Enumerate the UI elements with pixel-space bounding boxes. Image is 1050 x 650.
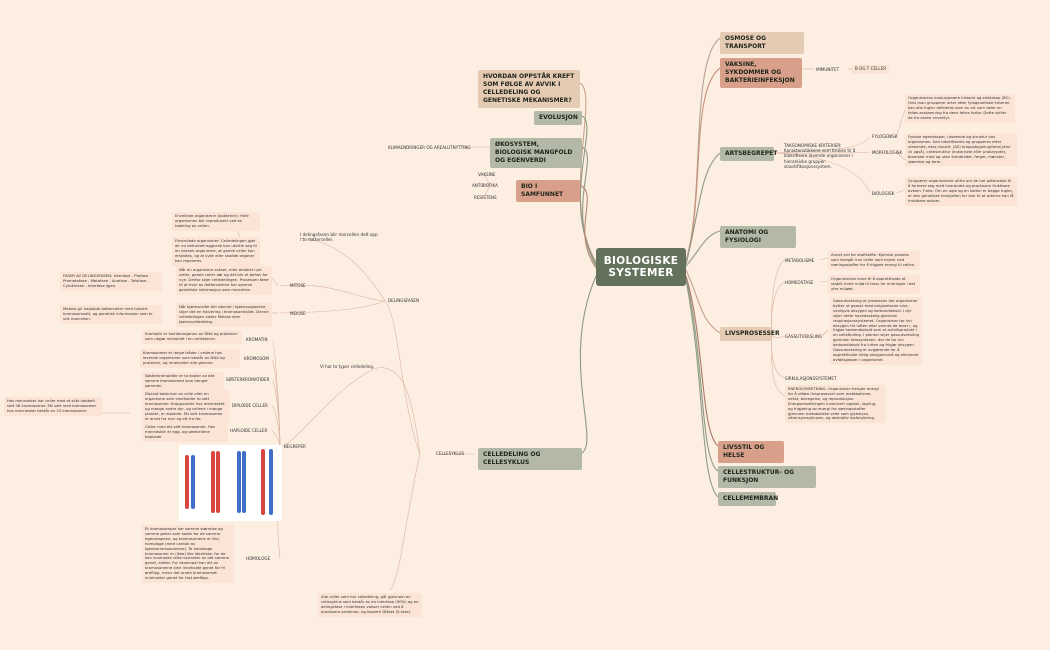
chromosome-red-1 [185, 455, 189, 509]
haploide-label: HAPLOIDE CELLER [230, 428, 268, 433]
alle-celler-text: Alle celler som har celledeling, går gje… [318, 593, 422, 617]
meiose-text: Når kjønnsceller blir dannet i kjønnsorg… [176, 303, 272, 327]
metabolisme-label: METABOLISME [785, 258, 815, 263]
arts-description: TAKSONOMISKE KRITERIER: Karakteristikken… [784, 143, 856, 169]
topic-anatomi[interactable]: ANATOMI OG FYSIOLOGI [720, 226, 796, 248]
topic-artsbegrepet[interactable]: ARTSBEGREPET [720, 147, 778, 161]
vi-har-to-label: Vi har to typer celledeling. [320, 364, 375, 369]
topic-okosystem[interactable]: ØKOSYSTEM, BIOLOGISK MANGFOLD OG EGENVER… [490, 138, 582, 168]
energi-text: ENERGIOMSETNING- Organismer trenger ener… [785, 385, 885, 424]
kromosom-text: Kromosomer er lange tråder i cellene hos… [140, 349, 240, 368]
klimaendringer-label: KLIMAENDRINGER OG AREALUTNYTTING [388, 145, 471, 150]
topic-celledeling[interactable]: CELLEDELING OG CELLESYKLUS [478, 448, 582, 470]
meiose-note: Meiose gir haploide datterceller med hal… [60, 305, 162, 324]
chromosome-blue-3 [242, 451, 246, 513]
homeostase-text: Organismens evne til å opprettholde et s… [828, 275, 920, 294]
topic-kreft[interactable]: HVORDAN OPPSTÅR KREFT SOM FØLGE AV AVVIK… [478, 70, 580, 108]
central-topic[interactable]: BIOLOGISKE SYSTEMER [596, 248, 686, 286]
homeostase-label: HOMEOSTASE [785, 280, 814, 285]
chromosome-illustration [179, 445, 282, 521]
diploide-label: DIPLOIDE CELLER [232, 403, 268, 408]
sirkulasjon-label: SIRKULASJONSSYSTEMET [785, 376, 837, 381]
biologisk-text: Grupperer organismene utifra om de har p… [905, 177, 1017, 206]
resistens-label: RESISTENS [474, 195, 497, 200]
topic-evolusjon-label: EVOLUSJON [539, 114, 578, 121]
diploide-text: Diploid beskriver en celle eller en orga… [142, 390, 230, 424]
sosterkromatider-label: SØSTERKROMATIDER [226, 377, 270, 382]
fylogenisk-label: FYLOGENISK [872, 134, 898, 139]
immunitet-label: IMMUNITET [816, 67, 840, 72]
topic-bio-samfunnet[interactable]: BIO I SAMFUNNET [516, 180, 580, 202]
chromosome-red-4 [261, 449, 265, 515]
haploide-text: Celler med ett sett kromosomer. Hos menn… [142, 423, 228, 442]
topic-osmose[interactable]: OSMOSE OG TRANSPORT [720, 32, 804, 54]
morfologisk-text: Fysiske egenskaper, utseende og struktur… [905, 133, 1017, 167]
mitose-label: MITOSE [290, 283, 306, 288]
morfologisk-label: MORFOLOGISK [872, 150, 903, 155]
homologe-label: HOMOLOGE [246, 556, 271, 561]
chromosome-blue-4 [269, 449, 273, 515]
gassutveksling-label: GASSUTVEKSLING [785, 334, 823, 339]
chromosome-red-2 [211, 451, 215, 513]
topic-okosystem-label: ØKOSYSTEM, BIOLOGISK MANGFOLD OG EGENVER… [495, 141, 573, 164]
chromosome-red-3 [216, 451, 220, 513]
topic-vaksine-label: VAKSINE, SYKDOMMER OG BAKTERIEINFEKSJON [725, 61, 795, 84]
diploide-note: Hos mennesker har celler med et slikt do… [4, 397, 102, 416]
sosterkromatider-text: Søsterkromatider er to kopier av det sam… [142, 372, 224, 391]
delingsfasen-desc: I delingsfasen blir morcellen delt opp i… [300, 232, 378, 243]
topic-osmose-label: OSMOSE OG TRANSPORT [725, 35, 767, 50]
topic-livsstil[interactable]: LIVSSTIL OG HELSE [718, 441, 784, 463]
biologisk-label: BIOLOGISK [872, 191, 895, 196]
topic-cellestruktur[interactable]: CELLESTRUKTUR- OG FUNKSJON [718, 466, 816, 488]
chromosome-blue-2 [237, 451, 241, 513]
chromosome-blue-1 [191, 455, 195, 509]
kromatin-text: Kromatin er kombinasjonen av DNA og prot… [142, 330, 242, 344]
antibiotika-label: ANTIBIOTIKA [472, 183, 498, 188]
topic-cellemembran-label: CELLEMEMBRAN [723, 495, 779, 502]
delingsfasen-label: DELINGSFASEN [388, 298, 420, 303]
kromatin-label: KROMATIN [246, 337, 268, 342]
homologe-text: Et kromosompar har samme størrelse og sa… [142, 525, 234, 583]
topic-livsprosesser-label: LIVSPROSESSER [725, 330, 780, 337]
topic-vaksine[interactable]: VAKSINE, SYKDOMMER OG BAKTERIEINFEKSJON [720, 58, 802, 88]
metabolisme-text: Annet ord for stoffskifte. Kjemisk prose… [828, 251, 920, 270]
topic-kreft-label: HVORDAN OPPSTÅR KREFT SOM FØLGE AV AVVIK… [483, 73, 575, 104]
bt-celler-label: B OG T CELLER [852, 65, 890, 74]
gassutveksling-text: Gassutveksling er prosessen der organism… [830, 297, 922, 365]
central-topic-label: BIOLOGISKE SYSTEMER [603, 255, 679, 279]
topic-celledeling-label: CELLEDELING OG CELLESYKLUS [483, 451, 541, 466]
topic-artsbegrepet-label: ARTSBEGREPET [725, 150, 778, 157]
topic-anatomi-label: ANATOMI OG FYSIOLOGI [725, 229, 769, 244]
flercellede-text: Flercellede organismer: Celledelingen gj… [172, 237, 260, 266]
topic-evolusjon[interactable]: EVOLUSJON [534, 111, 582, 125]
topic-livsprosesser[interactable]: LIVSPROSESSER [720, 327, 780, 341]
topic-bio-samfunnet-label: BIO I SAMFUNNET [521, 183, 564, 198]
faser-text: FASER AV DELINGSFASEN: Interfase - Profa… [60, 272, 162, 291]
topic-livsstil-label: LIVSSTIL OG HELSE [723, 444, 765, 459]
cellesyklus-label: CELLESYKLUS [436, 451, 465, 456]
encellede-text: Encellede organismer (bakterier): Hele o… [172, 212, 260, 231]
vaksine-label: VAKSINE [478, 172, 496, 177]
mitose-text: Når en organisme vokser, eller antallet … [176, 266, 272, 295]
kromosom-label: KROMOSOM [244, 356, 269, 361]
meiose-label: MEIOSE [290, 311, 306, 316]
topic-cellemembran[interactable]: CELLEMEMBRAN [718, 492, 779, 506]
fylogenisk-text: Organismens evolusjonære historie og sle… [905, 94, 1015, 123]
begreper-label: BEGREPER [284, 444, 306, 449]
topic-cellestruktur-label: CELLESTRUKTUR- OG FUNKSJON [723, 469, 794, 484]
